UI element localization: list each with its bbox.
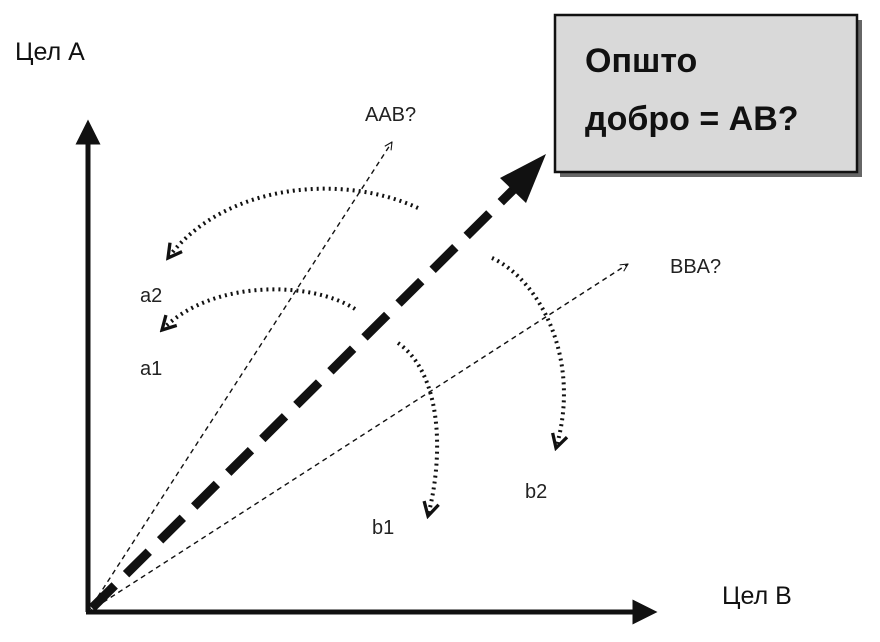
vector-aab-label: AAB? xyxy=(365,104,416,126)
vector-ab xyxy=(88,184,519,612)
curve-arrow-to-b1 xyxy=(396,341,437,516)
curve-arrow-to-b2 xyxy=(491,256,564,448)
point-a2-label: a2 xyxy=(140,285,162,307)
vector-aab xyxy=(87,142,392,613)
callout-box xyxy=(553,13,859,174)
callout-line2: добро = AB? xyxy=(585,100,799,138)
vector-ab-arrowhead xyxy=(500,154,546,203)
axis-x-label: Цел B xyxy=(722,582,792,610)
axis-y-label: Цел А xyxy=(15,38,85,66)
vector-bba xyxy=(87,264,628,613)
curve-arrow-to-a1 xyxy=(162,287,357,330)
point-a1-label: a1 xyxy=(140,358,162,380)
callout-line1: Општо xyxy=(585,42,697,80)
curve-arrow-to-a2 xyxy=(168,186,419,258)
point-b2-label: b2 xyxy=(525,481,547,503)
point-b1-label: b1 xyxy=(372,517,394,539)
vector-bba-label: BBA? xyxy=(670,256,721,278)
